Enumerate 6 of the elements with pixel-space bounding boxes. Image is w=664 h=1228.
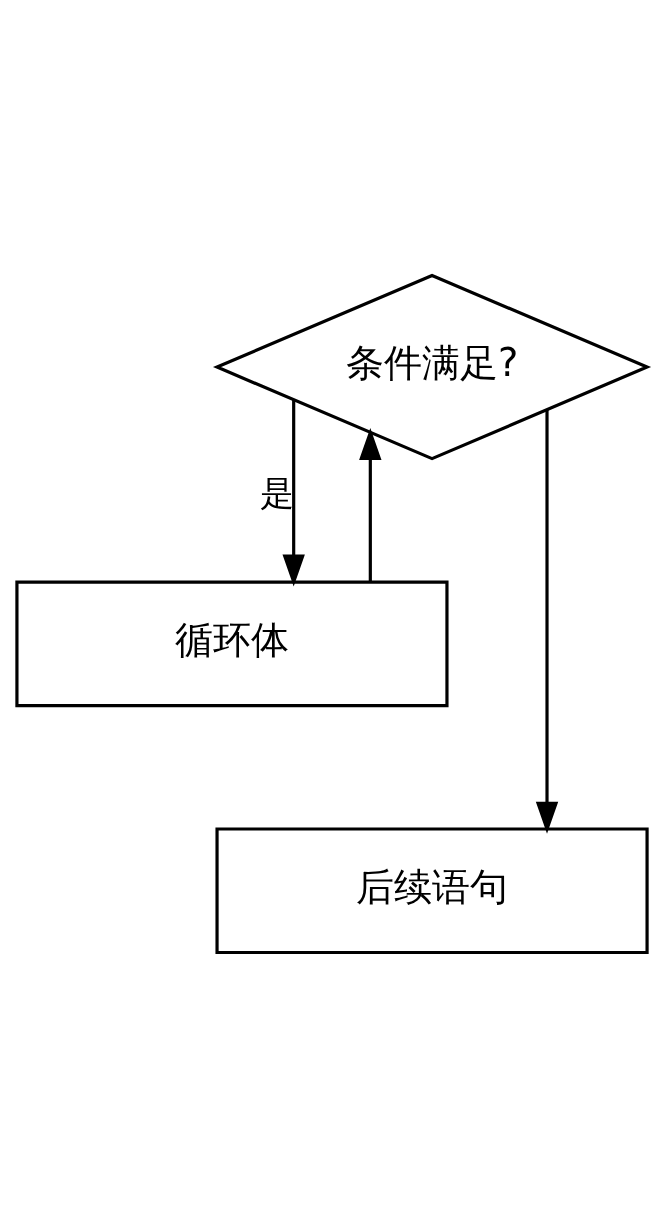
arrow	[359, 428, 382, 582]
arrow	[535, 409, 559, 834]
node-box: 循环体	[15, 580, 449, 708]
edge-label: 是	[259, 473, 294, 514]
node-box: 后续语句	[215, 827, 649, 955]
arrow	[282, 399, 305, 587]
